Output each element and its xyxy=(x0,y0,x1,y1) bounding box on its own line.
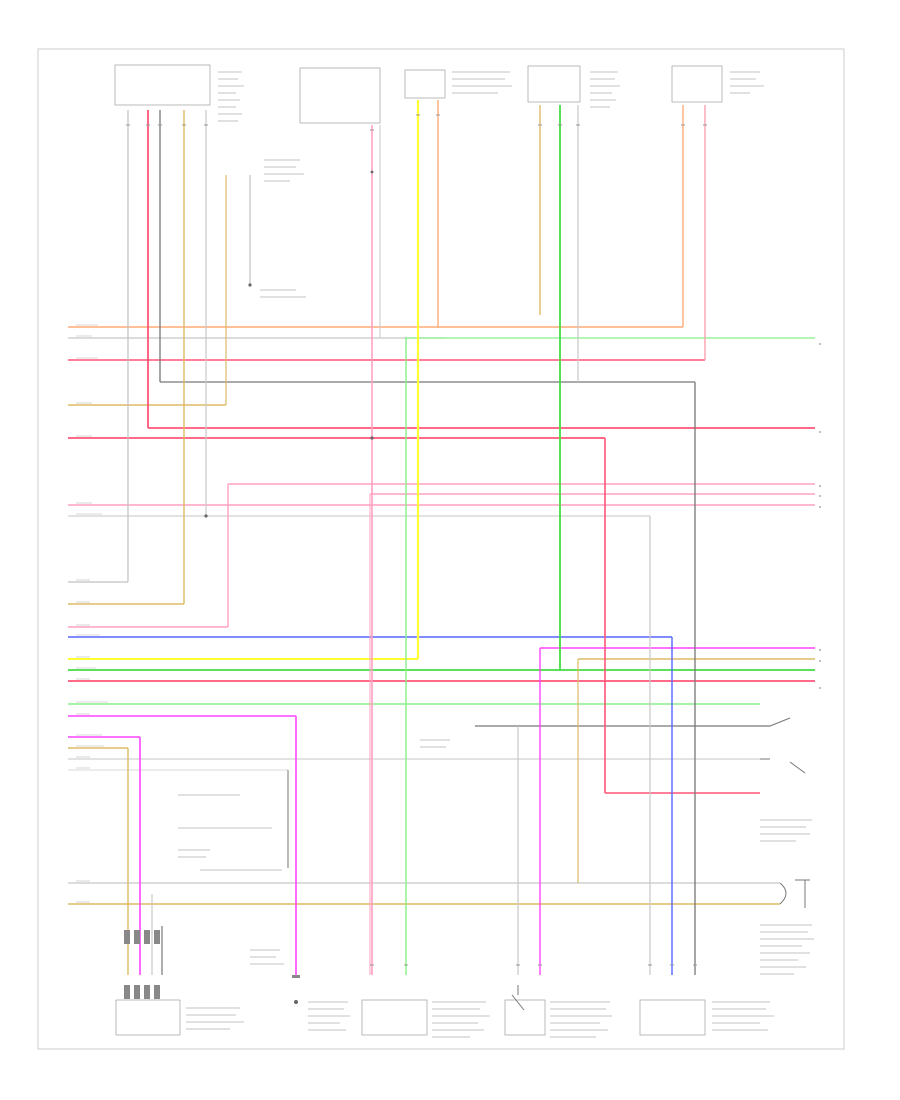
diagram-frame xyxy=(37,48,845,1050)
bottom-component-3 xyxy=(504,999,546,1036)
bottom-component-1 xyxy=(115,999,181,1036)
top-text-hints xyxy=(218,71,764,298)
bottom-component-2 xyxy=(361,999,428,1036)
top-component-2 xyxy=(299,67,381,124)
horizontal-wires xyxy=(68,326,815,905)
bottom-text-hints xyxy=(178,739,814,1038)
connector-ticks xyxy=(126,114,707,966)
splice-points xyxy=(204,170,374,1004)
top-component-5 xyxy=(671,65,723,103)
bottom-component-4 xyxy=(639,999,706,1036)
top-components xyxy=(114,64,723,124)
vertical-wires xyxy=(127,100,706,975)
right-switches xyxy=(760,717,810,908)
bottom-connector-blocks xyxy=(124,930,300,999)
bottom-switch xyxy=(511,985,525,1011)
left-wire-tags xyxy=(76,324,108,903)
right-edge-connectors xyxy=(819,343,821,689)
top-component-3 xyxy=(404,69,446,99)
top-component-1 xyxy=(114,64,211,106)
bottom-components xyxy=(115,999,706,1036)
top-component-4 xyxy=(527,65,581,103)
